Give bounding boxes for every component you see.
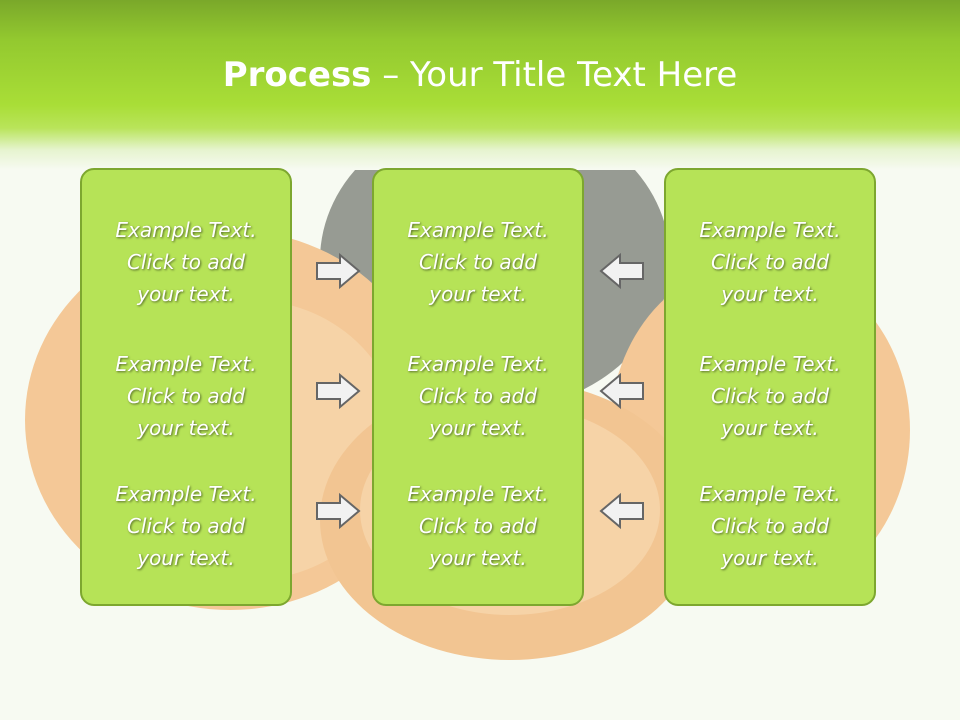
text-placeholder[interactable]: Example Text. Click to add your text.: [407, 482, 549, 570]
text-placeholder[interactable]: Example Text. Click to add your text.: [699, 218, 841, 306]
text-placeholder[interactable]: Example Text. Click to add your text.: [407, 218, 549, 306]
text-placeholder[interactable]: Example Text. Click to add your text.: [115, 352, 257, 440]
right-arrow-icon: [316, 492, 361, 530]
right-arrow-icon: [316, 372, 361, 410]
left-arrow-icon: [599, 492, 644, 530]
title-bold: Process: [222, 55, 372, 95]
text-placeholder[interactable]: Example Text. Click to add your text.: [699, 352, 841, 440]
process-box-center[interactable]: Example Text. Click to add your text. Ex…: [372, 168, 584, 606]
process-box-left[interactable]: Example Text. Click to add your text. Ex…: [80, 168, 292, 606]
right-arrow-icon: [316, 252, 361, 290]
title-rest: – Your Title Text Here: [371, 55, 738, 95]
text-placeholder[interactable]: Example Text. Click to add your text.: [115, 482, 257, 570]
text-placeholder[interactable]: Example Text. Click to add your text.: [699, 482, 841, 570]
left-arrow-icon: [599, 372, 644, 410]
text-placeholder[interactable]: Example Text. Click to add your text.: [115, 218, 257, 306]
left-arrow-icon: [599, 252, 644, 290]
text-placeholder[interactable]: Example Text. Click to add your text.: [407, 352, 549, 440]
process-box-right[interactable]: Example Text. Click to add your text. Ex…: [664, 168, 876, 606]
title-bar: [0, 0, 960, 170]
slide-title[interactable]: Process – Your Title Text Here: [0, 52, 960, 98]
